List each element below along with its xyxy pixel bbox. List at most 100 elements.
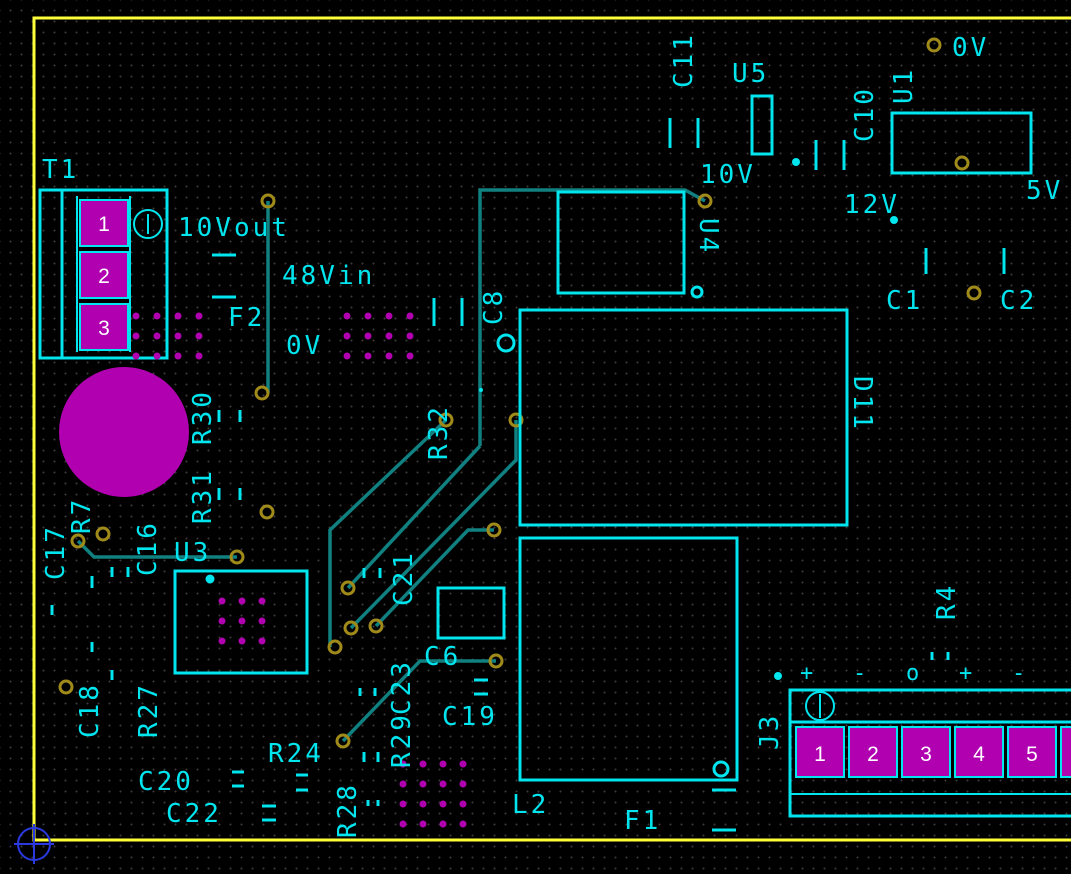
j3-pin-6[interactable] (1060, 726, 1071, 778)
smd-pad-dot (195, 352, 203, 360)
label-48vin: 48Vin (282, 261, 375, 291)
j3-polarity-2: - (853, 661, 866, 686)
t1-pin-1-label: 1 (98, 213, 110, 236)
smd-pad-dot (258, 637, 266, 645)
smd-pad-dot (195, 332, 203, 340)
smd-pad-dot (406, 312, 414, 320)
smd-pad-dot (399, 800, 407, 808)
connector-j3[interactable]: 1 2 3 4 5 + - o + - (788, 661, 1071, 818)
t1-pin-3[interactable] (79, 303, 129, 351)
label-f2: F2 (228, 303, 265, 333)
label-c17: C17 (41, 524, 71, 580)
smd-pad-dot (258, 597, 266, 605)
label-12v: 12V (844, 190, 900, 220)
label-j3: J3 (755, 713, 785, 750)
label-c10: C10 (850, 86, 880, 142)
label-l2: L2 (512, 790, 549, 820)
smd-pad-dot (174, 332, 182, 340)
j3-pin-1-label: 1 (814, 743, 826, 766)
j3-polarity-5: - (1012, 661, 1025, 686)
smd-pads (132, 312, 467, 828)
smd-pad-dot (218, 637, 226, 645)
j3-pin-4[interactable] (954, 726, 1004, 778)
label-10v: 10V (700, 160, 756, 190)
t1-pin-3-label: 3 (98, 317, 110, 340)
body-u1 (890, 111, 1033, 175)
label-c6: C6 (424, 642, 461, 672)
smd-pad-dot (343, 312, 351, 320)
j3-pin-5[interactable] (1007, 726, 1057, 778)
label-0v-top: 0V (952, 33, 989, 63)
label-r31: R31 (188, 468, 218, 524)
pin1-marker-icon (133, 209, 163, 239)
smd-pad-dot (364, 332, 372, 340)
smd-pad-dot (385, 312, 393, 320)
mounting-pad[interactable] (59, 367, 189, 497)
smd-pad-dot (218, 617, 226, 625)
label-f1: F1 (624, 806, 661, 836)
smd-pad-dot (385, 332, 393, 340)
j3-pin-3[interactable] (901, 726, 951, 778)
smd-pad-dot (439, 760, 447, 768)
smd-pad-dot (153, 352, 161, 360)
label-u3: U3 (174, 538, 211, 568)
label-c8: C8 (479, 288, 509, 325)
smd-pad-dot (132, 352, 140, 360)
j3-pin-3-label: 3 (920, 743, 932, 766)
j3-polarity-3: o (906, 661, 919, 686)
j3-polarity-4: + (959, 661, 972, 686)
copper-traces (76, 188, 706, 743)
j3-pin-2[interactable] (848, 726, 898, 778)
smd-pad-dot (439, 820, 447, 828)
smd-pad-dot (419, 760, 427, 768)
j3-pin-2-label: 2 (867, 743, 879, 766)
smd-pad-dot (364, 352, 372, 360)
vias (58, 37, 982, 749)
smd-pad-dot (399, 760, 407, 768)
t1-pin-1[interactable] (79, 199, 129, 247)
component-bodies[interactable] (173, 94, 1033, 782)
label-c18: C18 (75, 682, 105, 738)
smd-pad-dot (343, 352, 351, 360)
smd-pad-dot (132, 312, 140, 320)
smd-pad-dot (459, 820, 467, 828)
label-r4: R4 (932, 583, 962, 620)
label-t1: T1 (42, 155, 79, 185)
smd-pad-dot (132, 332, 140, 340)
smd-pad-dot (258, 617, 266, 625)
label-5v: 5V (1026, 176, 1063, 206)
j3-pin-1[interactable] (795, 726, 845, 778)
smd-pad-dot (218, 597, 226, 605)
label-c19: C19 (442, 702, 498, 732)
j3-pin-5-label: 5 (1026, 743, 1038, 766)
body-c6 (436, 586, 506, 640)
connector-t1[interactable]: 1 2 3 (38, 188, 169, 360)
body-l2 (518, 536, 739, 782)
smd-pad-dot (385, 352, 393, 360)
smd-pad-dot (406, 352, 414, 360)
t1-pin-2[interactable] (79, 251, 129, 299)
label-10vout: 10Vout (178, 213, 290, 243)
smd-pad-dot (439, 800, 447, 808)
label-d11: D11 (847, 376, 877, 432)
label-c11: C11 (669, 32, 699, 88)
label-r7: R7 (67, 497, 97, 534)
smd-pad-dot (238, 597, 246, 605)
smd-pad-dot (153, 332, 161, 340)
smd-pad-dot (153, 312, 161, 320)
label-c22: C22 (166, 799, 222, 829)
origin-marker-icon (14, 824, 54, 864)
smd-pad-dot (238, 637, 246, 645)
smd-pad-dot (459, 760, 467, 768)
smd-pad-dot (238, 617, 246, 625)
smd-pad-dot (399, 780, 407, 788)
label-u4: U4 (693, 218, 723, 255)
label-r28: R28 (333, 782, 363, 838)
smd-pad-dot (459, 800, 467, 808)
dot-marks (479, 158, 898, 680)
label-r29: R29 (387, 712, 417, 768)
smd-pad-dot (343, 332, 351, 340)
smd-pad-dot (419, 800, 427, 808)
j3-pin-4-label: 4 (973, 743, 985, 766)
